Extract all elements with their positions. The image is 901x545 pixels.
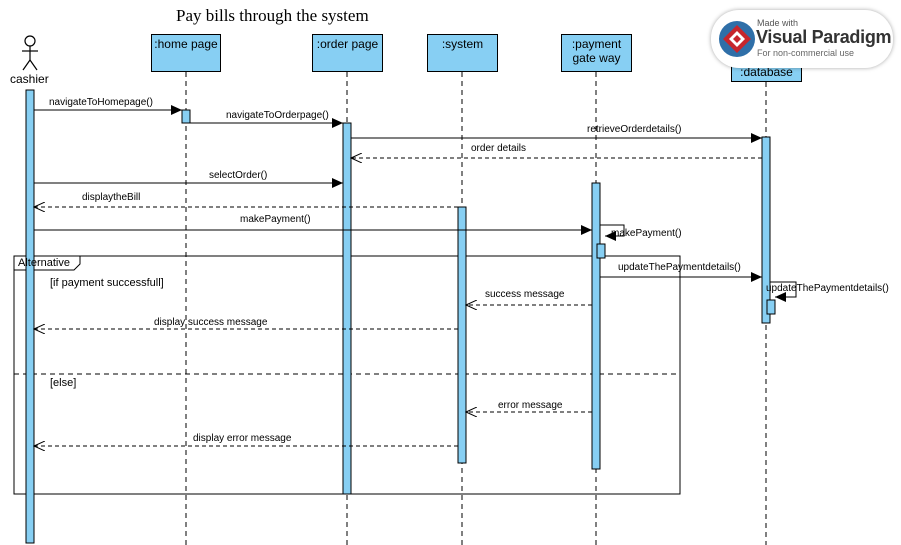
activation-order bbox=[342, 122, 352, 495]
guard-success: [if payment successfull] bbox=[50, 277, 164, 289]
lifeline-order-label: :order page bbox=[316, 37, 379, 51]
lifeline-home-label: :home page bbox=[154, 37, 218, 51]
watermark-sub-text: For non-commercial use bbox=[757, 48, 855, 58]
guard-else: [else] bbox=[50, 377, 77, 389]
msg-display-error-message: display error message bbox=[193, 433, 292, 444]
arrow-updateThePaymentdetails-self bbox=[770, 281, 797, 302]
actor-label: cashier bbox=[10, 72, 49, 86]
lifeline-header-system[interactable]: :system bbox=[427, 34, 498, 72]
activation-database bbox=[761, 136, 771, 324]
msg-makePayment: makePayment() bbox=[240, 214, 311, 225]
lifeline-database-label: :database bbox=[740, 65, 793, 79]
alt-fragment-tab bbox=[14, 255, 81, 271]
msg-updateThePaymentdetails-self: updateThePaymentdetails() bbox=[766, 283, 889, 294]
lifeline-payment-label-1: :payment bbox=[571, 37, 622, 51]
activation-system bbox=[457, 206, 467, 464]
arrow-makePayment-self bbox=[600, 224, 625, 241]
msg-updateThePaymentdetails: updateThePaymentdetails() bbox=[618, 262, 741, 273]
lifeline-payment-label-2: gate way bbox=[572, 51, 621, 65]
msg-makePayment-self: makePayment() bbox=[611, 228, 682, 239]
activation-payment-self bbox=[596, 243, 606, 259]
diagram-title: Pay bills through the system bbox=[176, 6, 369, 25]
msg-retrieveOrderdetails: retrieveOrderdetails() bbox=[587, 124, 682, 135]
alt-fragment-label: Alternative bbox=[18, 257, 70, 269]
msg-success-message: success message bbox=[485, 289, 565, 300]
watermark-brand: Visual Paradigm bbox=[756, 27, 892, 47]
msg-order-details: order details bbox=[471, 143, 527, 154]
cashier-actor-icon bbox=[22, 35, 38, 71]
msg-navigateToOrderpage: navigateToOrderpage() bbox=[226, 110, 329, 121]
activation-cashier bbox=[25, 89, 35, 544]
watermark-badge: Made with Visual Paradigm For non-commer… bbox=[711, 10, 893, 68]
visual-paradigm-logo-icon bbox=[719, 21, 755, 57]
lifeline-header-payment[interactable]: :payment gate way bbox=[561, 34, 632, 72]
activation-home bbox=[181, 109, 191, 124]
msg-navigateToHomepage: navigateToHomepage() bbox=[49, 97, 153, 108]
lifeline-system-label: :system bbox=[441, 37, 484, 51]
activation-database-self bbox=[766, 299, 776, 315]
watermark-small-text: Made with bbox=[757, 18, 799, 28]
msg-error-message: error message bbox=[498, 400, 563, 411]
msg-display-success-message: display success message bbox=[154, 317, 268, 328]
lifeline-header-home[interactable]: :home page bbox=[151, 34, 221, 72]
msg-selectOrder: selectOrder() bbox=[209, 170, 268, 181]
msg-displaytheBill: displaytheBill bbox=[82, 192, 141, 203]
lifeline-header-order[interactable]: :order page bbox=[312, 34, 383, 72]
activation-payment bbox=[591, 182, 601, 470]
